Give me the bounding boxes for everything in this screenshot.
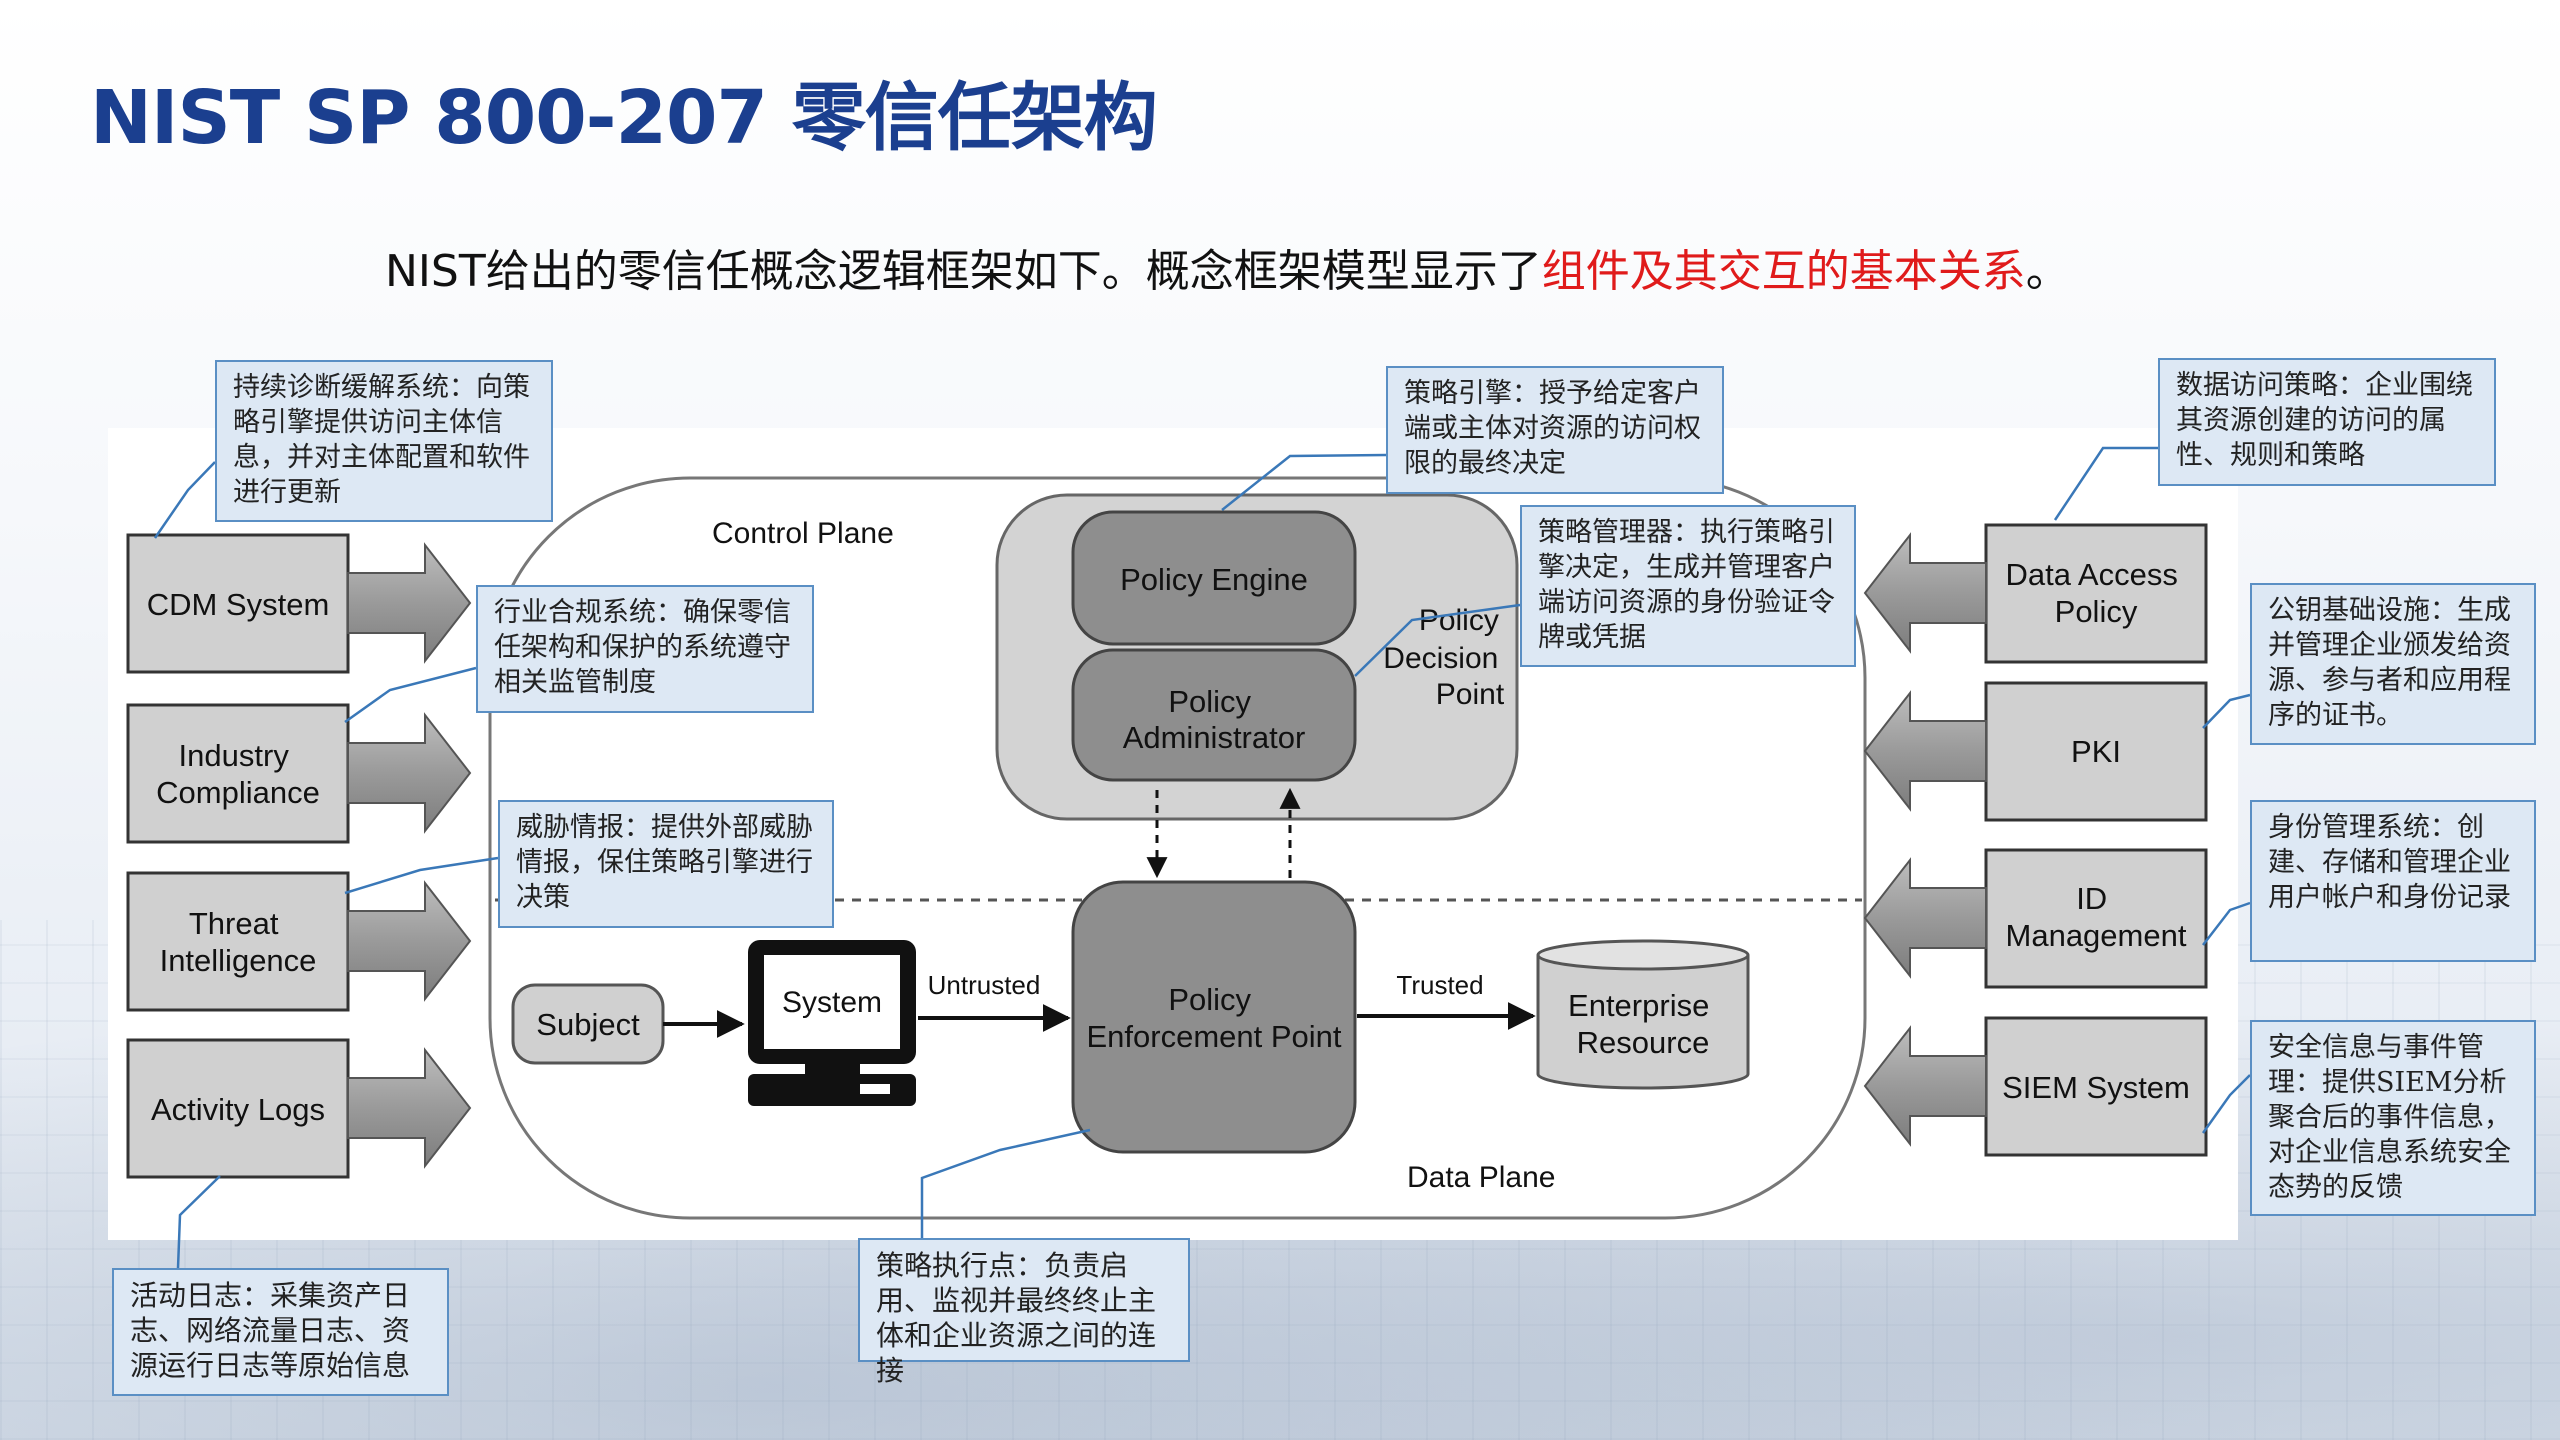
resource-label-2: Resource xyxy=(1577,1025,1710,1060)
subtitle-highlight: 组件及其交互的基本关系 xyxy=(1541,246,2026,297)
subtitle: NIST给出的零信任概念逻辑框架如下。概念框架模型显示了组件及其交互的基本关系。 xyxy=(385,235,2070,299)
threat-label-1: Threat xyxy=(189,906,279,941)
left-input-cdm xyxy=(126,533,472,674)
pa-label-1: Policy xyxy=(1168,684,1251,719)
svg-text:Enterprise Resource: Enterprise Resource xyxy=(1568,988,1718,1060)
compliance-label-1: Industry xyxy=(179,738,290,773)
data-access-label-1: Data Access xyxy=(2006,557,2178,592)
svg-text:Data Access Policy: Data Access Policy xyxy=(2006,557,2187,629)
pep-label-1: Policy xyxy=(1168,982,1251,1017)
right-input-pki xyxy=(1863,681,2208,822)
pdp-label-2: Decision xyxy=(1383,642,1498,675)
enterprise-resource-cylinder xyxy=(1536,939,1750,1090)
left-input-compliance xyxy=(126,703,472,844)
threat-label-2: Intelligence xyxy=(160,943,317,978)
pep-label-2: Enforcement Point xyxy=(1086,1019,1341,1054)
control-plane-label: Control Plane xyxy=(712,517,894,550)
siem-label: SIEM System xyxy=(2002,1070,2190,1105)
untrusted-label: Untrusted xyxy=(928,970,1041,1000)
note-pep: 策略执行点：负责启用、监视并最终终止主体和企业资源之间的连接 xyxy=(858,1238,1190,1387)
resource-label-1: Enterprise xyxy=(1568,988,1709,1023)
svg-text:Threat Intelligence: Threat Intelligence xyxy=(160,906,317,978)
left-input-threat xyxy=(126,871,472,1012)
note-siem: 安全信息与事件管理：提供SIEM分析聚合后的事件信息，对企业信息系统安全态势的反… xyxy=(2250,1020,2536,1216)
compliance-label-2: Compliance xyxy=(156,775,320,810)
policy-administrator xyxy=(1071,648,1357,782)
svg-text:Policy Decision Point: Policy Decision Point xyxy=(1383,604,1507,711)
subtitle-end: 。 xyxy=(2025,246,2070,297)
note-leader-lines xyxy=(153,446,2251,1269)
right-input-siem xyxy=(1863,1016,2208,1157)
right-input-id-management xyxy=(1863,848,2208,989)
trusted-label: Trusted xyxy=(1396,970,1483,1000)
policy-enforcement-point xyxy=(1071,880,1357,1154)
note-pki: 公钥基础设施：生成并管理企业颁发给资源、参与者和应用程序的证书。 xyxy=(2250,583,2536,745)
svg-text:ID Management: ID Management xyxy=(2006,881,2187,953)
left-input-activity xyxy=(126,1038,472,1179)
pa-label-2: Administrator xyxy=(1123,720,1306,755)
activity-label: Activity Logs xyxy=(151,1092,325,1127)
page-title: NIST SP 800-207 零信任架构 xyxy=(90,75,1158,161)
pki-label: PKI xyxy=(2071,734,2121,769)
right-input-data-access xyxy=(1863,523,2208,664)
system-label: System xyxy=(782,986,882,1019)
note-id-mgmt: 身份管理系统：创建、存储和管理企业用户帐户和身份记录 xyxy=(2250,800,2536,962)
subject-label: Subject xyxy=(536,1007,640,1042)
data-plane-label: Data Plane xyxy=(1407,1161,1555,1194)
note-compliance: 行业合规系统：确保零信任架构和保护的系统遵守相关监管制度 xyxy=(476,585,814,713)
policy-engine-label: Policy Engine xyxy=(1120,562,1308,597)
cdm-label: CDM System xyxy=(147,587,330,622)
pdp-label-3: Point xyxy=(1436,678,1505,711)
note-threat: 威胁情报：提供外部威胁情报，保住策略引擎进行决策 xyxy=(498,800,834,928)
svg-text:Industry Compliance: Industry Compliance xyxy=(156,738,320,810)
subtitle-text: NIST给出的零信任概念逻辑框架如下。概念框架模型显示了 xyxy=(385,246,1542,297)
note-cdm: 持续诊断缓解系统：向策略引擎提供访问主体信息，并对主体配置和软件进行更新 xyxy=(215,360,553,522)
note-data-access: 数据访问策略：企业围绕其资源创建的访问的属性、规则和策略 xyxy=(2158,358,2496,486)
note-policy-admin: 策略管理器：执行策略引擎决定，生成并管理客户端访问资源的身份验证令牌或凭据 xyxy=(1520,505,1856,667)
note-policy-engine: 策略引擎：授予给定客户端或主体对资源的访问权限的最终决定 xyxy=(1386,366,1724,494)
id-mgmt-label-1: ID xyxy=(2076,881,2107,916)
note-activity: 活动日志：采集资产日志、网络流量日志、资源运行日志等原始信息 xyxy=(112,1268,449,1396)
svg-text:Policy Enforcement Point: Policy Enforcement Point xyxy=(1086,982,1341,1054)
policy-engine xyxy=(1071,510,1357,646)
data-access-label-2: Policy xyxy=(2055,594,2138,629)
id-mgmt-label-2: Management xyxy=(2006,918,2187,953)
svg-text:Policy Administrator: Policy Administrator xyxy=(1123,684,1306,755)
system-computer-icon xyxy=(748,940,916,1106)
